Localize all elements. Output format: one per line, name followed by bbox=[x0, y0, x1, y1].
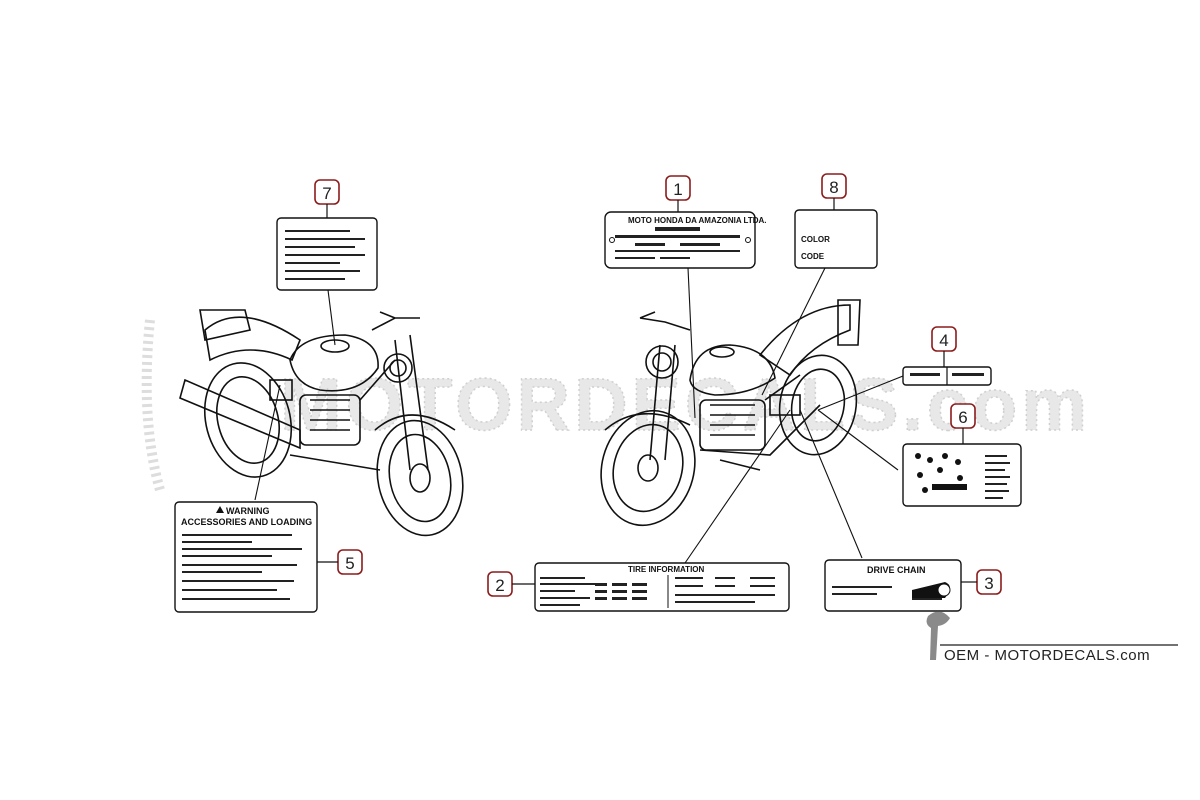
brand-logo: OEM - MOTORDECALS.com bbox=[926, 611, 1178, 664]
label-2: TIRE INFORMATION bbox=[534, 562, 790, 612]
label-8-code: CODE bbox=[801, 252, 825, 261]
svg-text:5: 5 bbox=[345, 554, 354, 573]
svg-text:2: 2 bbox=[495, 576, 504, 595]
label-1: MOTO HONDA DA AMAZONIA LTDA. bbox=[604, 211, 767, 269]
callout-6[interactable]: 6 bbox=[950, 403, 976, 429]
label-8-color: COLOR bbox=[801, 235, 830, 244]
label-1-title: MOTO HONDA DA AMAZONIA LTDA. bbox=[628, 216, 767, 225]
svg-text:8: 8 bbox=[829, 178, 838, 197]
svg-text:3: 3 bbox=[984, 574, 993, 593]
label-8: COLOR CODE bbox=[794, 209, 878, 269]
label-4 bbox=[902, 366, 992, 386]
label-3-title: DRIVE CHAIN bbox=[867, 565, 926, 575]
callout-1[interactable]: 1 bbox=[665, 175, 691, 201]
motorcycle-right bbox=[600, 299, 861, 527]
label-6 bbox=[902, 443, 1022, 507]
label-3: DRIVE CHAIN bbox=[824, 559, 962, 612]
svg-text:6: 6 bbox=[958, 408, 967, 427]
callout-5[interactable]: 5 bbox=[337, 549, 363, 575]
callout-7[interactable]: 7 bbox=[314, 179, 340, 205]
svg-text:4: 4 bbox=[939, 331, 948, 350]
label-5-title: ACCESSORIES AND LOADING bbox=[181, 517, 312, 527]
label-5-warning: WARNING bbox=[226, 506, 270, 516]
svg-text:1: 1 bbox=[673, 180, 682, 199]
motorcycle-left bbox=[179, 309, 464, 537]
callout-4[interactable]: 4 bbox=[931, 326, 957, 352]
label-5: WARNING ACCESSORIES AND LOADING bbox=[174, 501, 318, 613]
callout-8[interactable]: 8 bbox=[821, 173, 847, 199]
callout-3[interactable]: 3 bbox=[976, 569, 1002, 595]
label-2-title: TIRE INFORMATION bbox=[628, 565, 705, 574]
svg-text:7: 7 bbox=[322, 184, 331, 203]
leader-lines bbox=[254, 267, 904, 564]
brand-text: OEM - MOTORDECALS.com bbox=[944, 647, 1150, 664]
callout-2[interactable]: 2 bbox=[487, 571, 513, 597]
label-7 bbox=[276, 217, 378, 291]
